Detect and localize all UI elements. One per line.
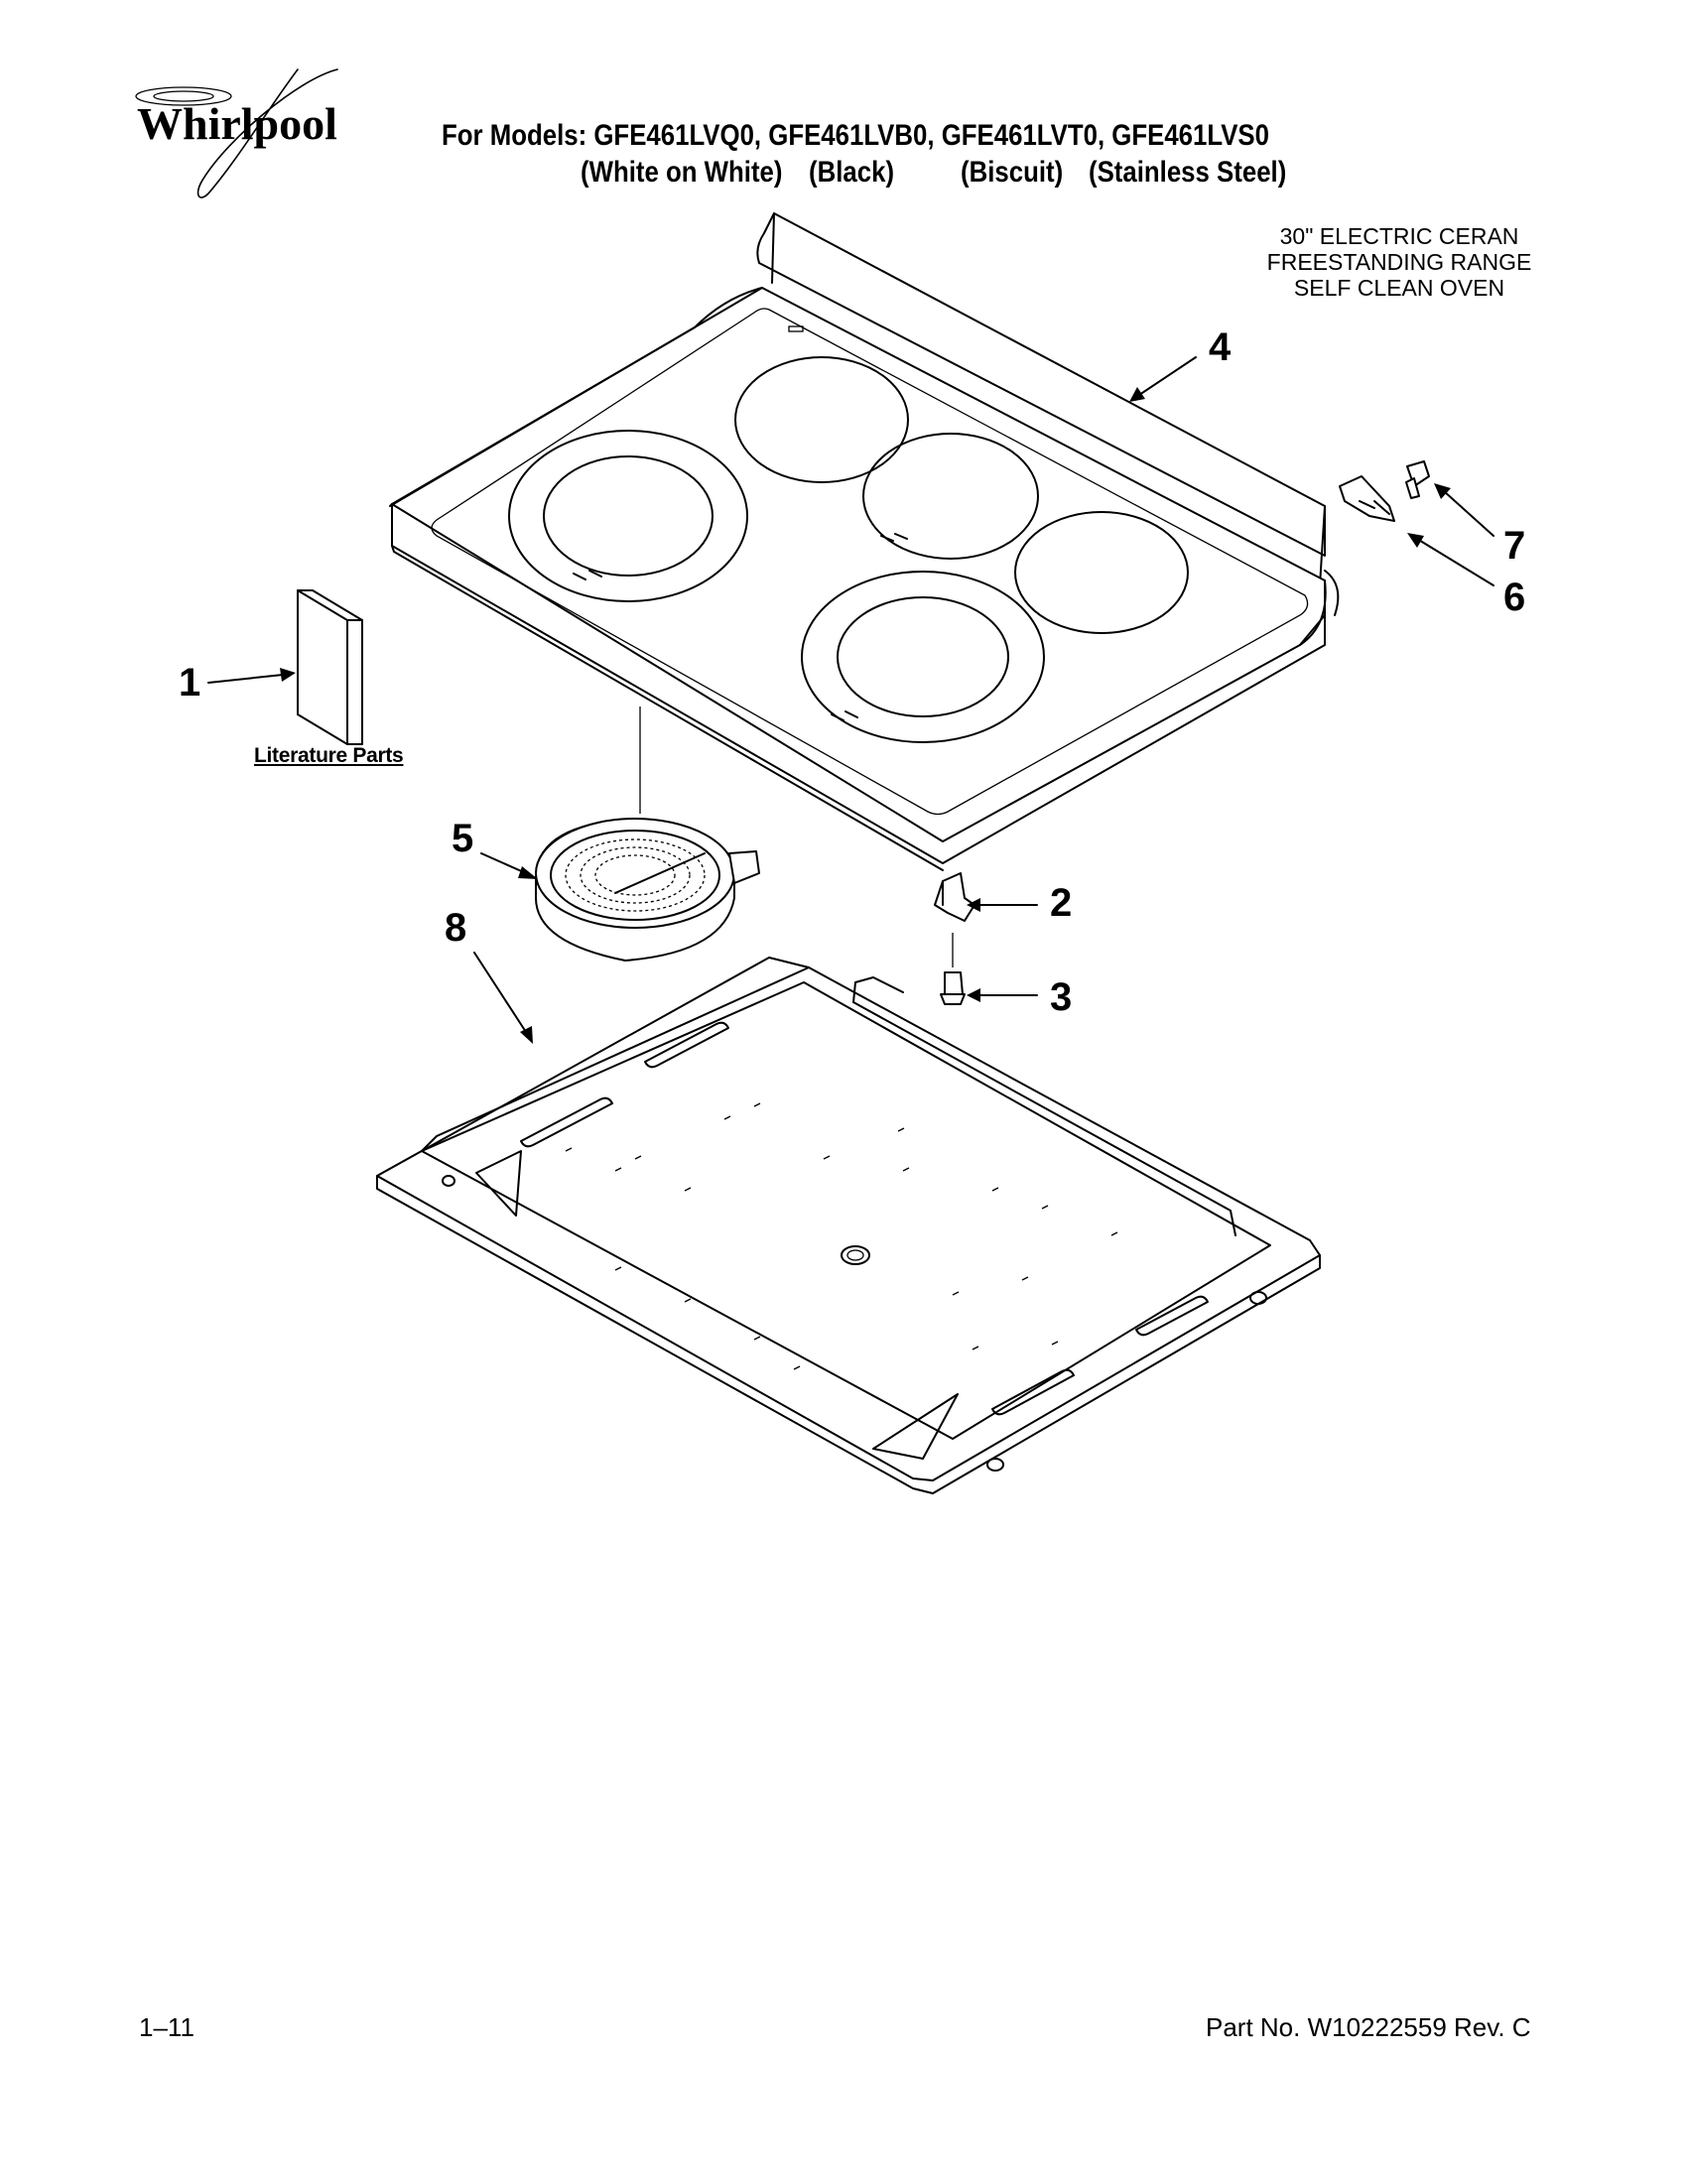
color-white-on-white: (White on White) [581,156,783,189]
callout-1: 1 [179,661,201,705]
bracket-part-2 [934,872,975,922]
part-number: Part No. W10222559 Rev. C [1206,2012,1531,2042]
page-number: 1–11 [139,2012,195,2042]
color-biscuit: (Biscuit) [961,156,1064,189]
logo-wordmark: Whirlpool [137,98,337,149]
cooktop-part-4 [389,212,1340,871]
literature-parts-label: Literature Parts [254,744,404,767]
callout-7: 7 [1503,524,1526,568]
whirlpool-logo: Whirlpool [135,68,338,198]
screw-part-7 [1405,460,1430,499]
callout-8: 8 [445,906,467,950]
cooktop-pan-part-8 [376,957,1321,1494]
callout-arrows [207,356,1494,1044]
callout-6: 6 [1503,576,1526,619]
description-line-2: FREESTANDING RANGE [1266,249,1532,275]
literature-part-1 [297,589,363,745]
description-line-3: SELF CLEAN OVEN [1293,275,1505,301]
color-black: (Black) [809,156,895,189]
callout-3: 3 [1050,975,1073,1019]
description-line-1: 30" ELECTRIC CERAN [1279,223,1519,249]
models-line: For Models: GFE461LVQ0, GFE461LVB0, GFE4… [442,119,1269,152]
callout-4: 4 [1209,325,1232,369]
color-stainless-steel: (Stainless Steel) [1089,156,1287,189]
clip-part-6 [1339,475,1395,522]
callout-2: 2 [1050,881,1073,925]
callout-5: 5 [452,817,474,860]
element-part-5 [535,818,760,962]
screw-part-3 [940,933,966,1005]
